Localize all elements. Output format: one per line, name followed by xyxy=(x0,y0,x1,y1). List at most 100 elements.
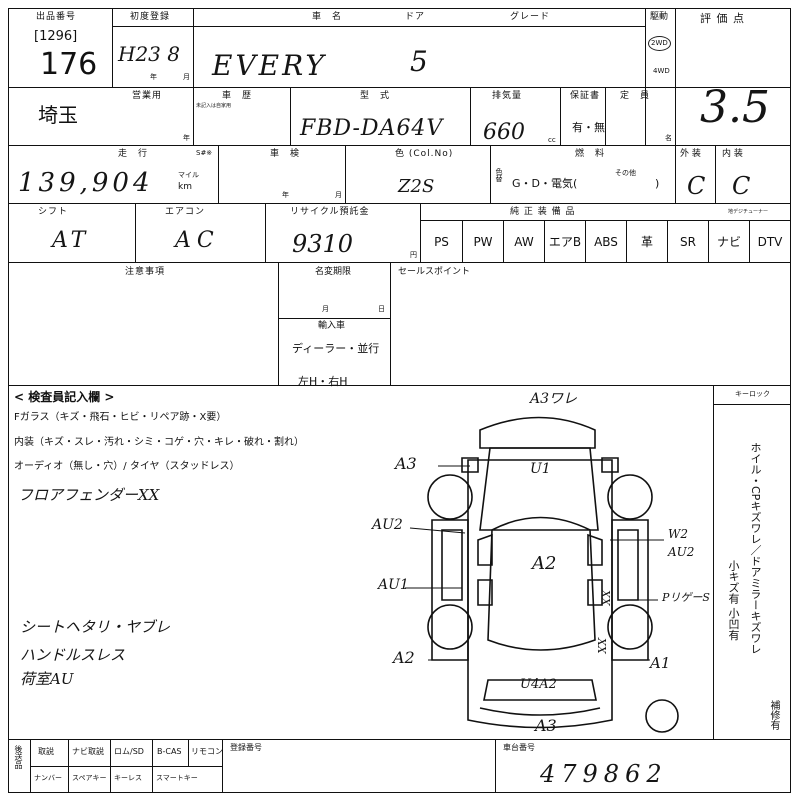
ac-value: AC xyxy=(175,228,220,253)
divider xyxy=(110,740,112,793)
inspection-year: 年 xyxy=(282,191,289,199)
mark-rear-low: U4A2 xyxy=(520,677,557,692)
divider xyxy=(420,204,422,262)
divider xyxy=(8,262,791,264)
car-name-label: 車 名 xyxy=(312,12,343,22)
yen-unit: 円 xyxy=(410,251,417,259)
divider xyxy=(713,404,791,406)
warranty-value: 有・無 xyxy=(572,121,605,134)
mark-top: A3ワレ xyxy=(530,391,578,407)
s-label: S#※ xyxy=(196,149,213,157)
mark-center: A2 xyxy=(532,553,557,574)
inspection-label: 車 検 xyxy=(270,149,301,159)
wheel-front-right xyxy=(607,474,653,520)
inspector-line1: Fガラス（キズ・飛石・ヒビ・リペア跡・X要） xyxy=(14,412,227,423)
divider xyxy=(30,766,222,768)
mark-hood: U1 xyxy=(530,461,551,477)
year-unit: 年 xyxy=(150,73,157,81)
dealer-label: ディーラー・並行 xyxy=(292,342,380,355)
divider xyxy=(645,8,647,145)
meigi-month: 月 xyxy=(322,305,329,313)
divider xyxy=(193,8,195,145)
equipment-label: 純 正 装 備 品 xyxy=(510,207,576,217)
import-label: 輸入車 xyxy=(318,321,346,331)
footer-col7: 登録番号 xyxy=(230,743,262,752)
sales-label: セールスポイント xyxy=(398,267,471,277)
model-value: FBD-DA64V xyxy=(300,116,444,141)
divider xyxy=(8,145,791,147)
color-value: Z2S xyxy=(398,176,435,197)
divider xyxy=(495,740,497,793)
wheel-rear-left xyxy=(427,604,473,650)
footer-col4: ロム/SD xyxy=(114,747,144,756)
drive-4wd: 4WD xyxy=(653,67,670,75)
footer-col8: ナンバー xyxy=(34,774,62,782)
door-label: ドア xyxy=(405,12,426,22)
recycle-label: リサイクル預託金 xyxy=(290,207,370,217)
divider xyxy=(8,203,791,205)
fuel-label: 燃 料 xyxy=(575,149,606,159)
mark-left-upper: AU2 xyxy=(372,517,403,533)
inspector-line2: 内装（キズ・スレ・汚れ・シミ・コゲ・穴・キレ・破れ・割れ） xyxy=(14,437,304,448)
capacity-label: 定 員 xyxy=(620,91,651,101)
side-text: ホイル・CPキズワレ／ドアミラーキズワレ xyxy=(749,442,762,655)
divider xyxy=(290,88,292,145)
divider xyxy=(278,318,390,320)
hand-label: 左H・右H xyxy=(298,375,348,388)
tv-label: 地デジチューナー xyxy=(728,209,769,215)
divider xyxy=(265,204,267,262)
mark-left-mid: AU1 xyxy=(378,577,409,593)
spare-wheel xyxy=(645,699,679,733)
exterior-label: 外 装 xyxy=(680,149,701,159)
divider xyxy=(278,263,280,385)
fuel-close: ) xyxy=(655,177,660,190)
mark-left-lower: A2 xyxy=(393,648,415,667)
divider xyxy=(675,146,677,203)
car-name: EVERY xyxy=(212,49,327,82)
drive-label: 駆動 xyxy=(650,12,669,22)
equipment-item: ナビ xyxy=(708,221,749,262)
note-a: フロアフェンダーXX xyxy=(18,486,160,504)
recycle-value: 9310 xyxy=(292,230,354,258)
month-unit: 月 xyxy=(183,73,190,81)
door-count: 5 xyxy=(410,45,428,78)
chassis-number: 479862 xyxy=(540,760,668,788)
divider xyxy=(112,26,645,28)
divider xyxy=(218,146,220,203)
interior-value: C xyxy=(732,172,751,200)
equipment-item: エアB xyxy=(544,221,585,262)
note-b: シートヘタリ・ヤブレ xyxy=(20,618,171,636)
displacement-label: 排気量 xyxy=(492,91,523,101)
divider xyxy=(30,740,32,793)
mark-right-x2: XX xyxy=(595,638,608,654)
displacement-value: 660 xyxy=(483,120,525,145)
score-value: 3.5 xyxy=(700,82,770,133)
mark-right-mid: PリゲーS xyxy=(662,591,710,604)
footer-col11: スマートキー xyxy=(156,774,198,782)
history-label: 車 歴 xyxy=(222,91,253,101)
equipment-item: SR xyxy=(667,221,708,262)
mark-right-lower: A1 xyxy=(650,654,671,672)
plate-label: 営業用 xyxy=(132,91,163,101)
footer-col10: キーレス xyxy=(114,774,142,782)
inspector-title: < 検査員記入欄 > xyxy=(14,390,115,404)
divider xyxy=(8,739,791,741)
equipment-item: ABS xyxy=(585,221,626,262)
keylock-label: キーロック xyxy=(735,390,770,398)
wheel-front-left xyxy=(427,474,473,520)
grade-label: グレード xyxy=(510,12,551,22)
color-label: 色 (Col.No) xyxy=(395,149,454,159)
cc-unit: cc xyxy=(548,136,556,144)
footer-col6: リモコン xyxy=(191,747,223,756)
divider xyxy=(135,204,137,262)
divider xyxy=(420,220,791,222)
side-text3: 補修有 xyxy=(768,700,779,730)
mark-right-x: XX xyxy=(599,590,612,606)
interior-label: 内 装 xyxy=(722,149,743,159)
wheel-rear-right xyxy=(607,604,653,650)
divider xyxy=(605,88,607,145)
meigi-day: 日 xyxy=(378,305,385,313)
color-change-label: 色替 xyxy=(495,168,503,182)
